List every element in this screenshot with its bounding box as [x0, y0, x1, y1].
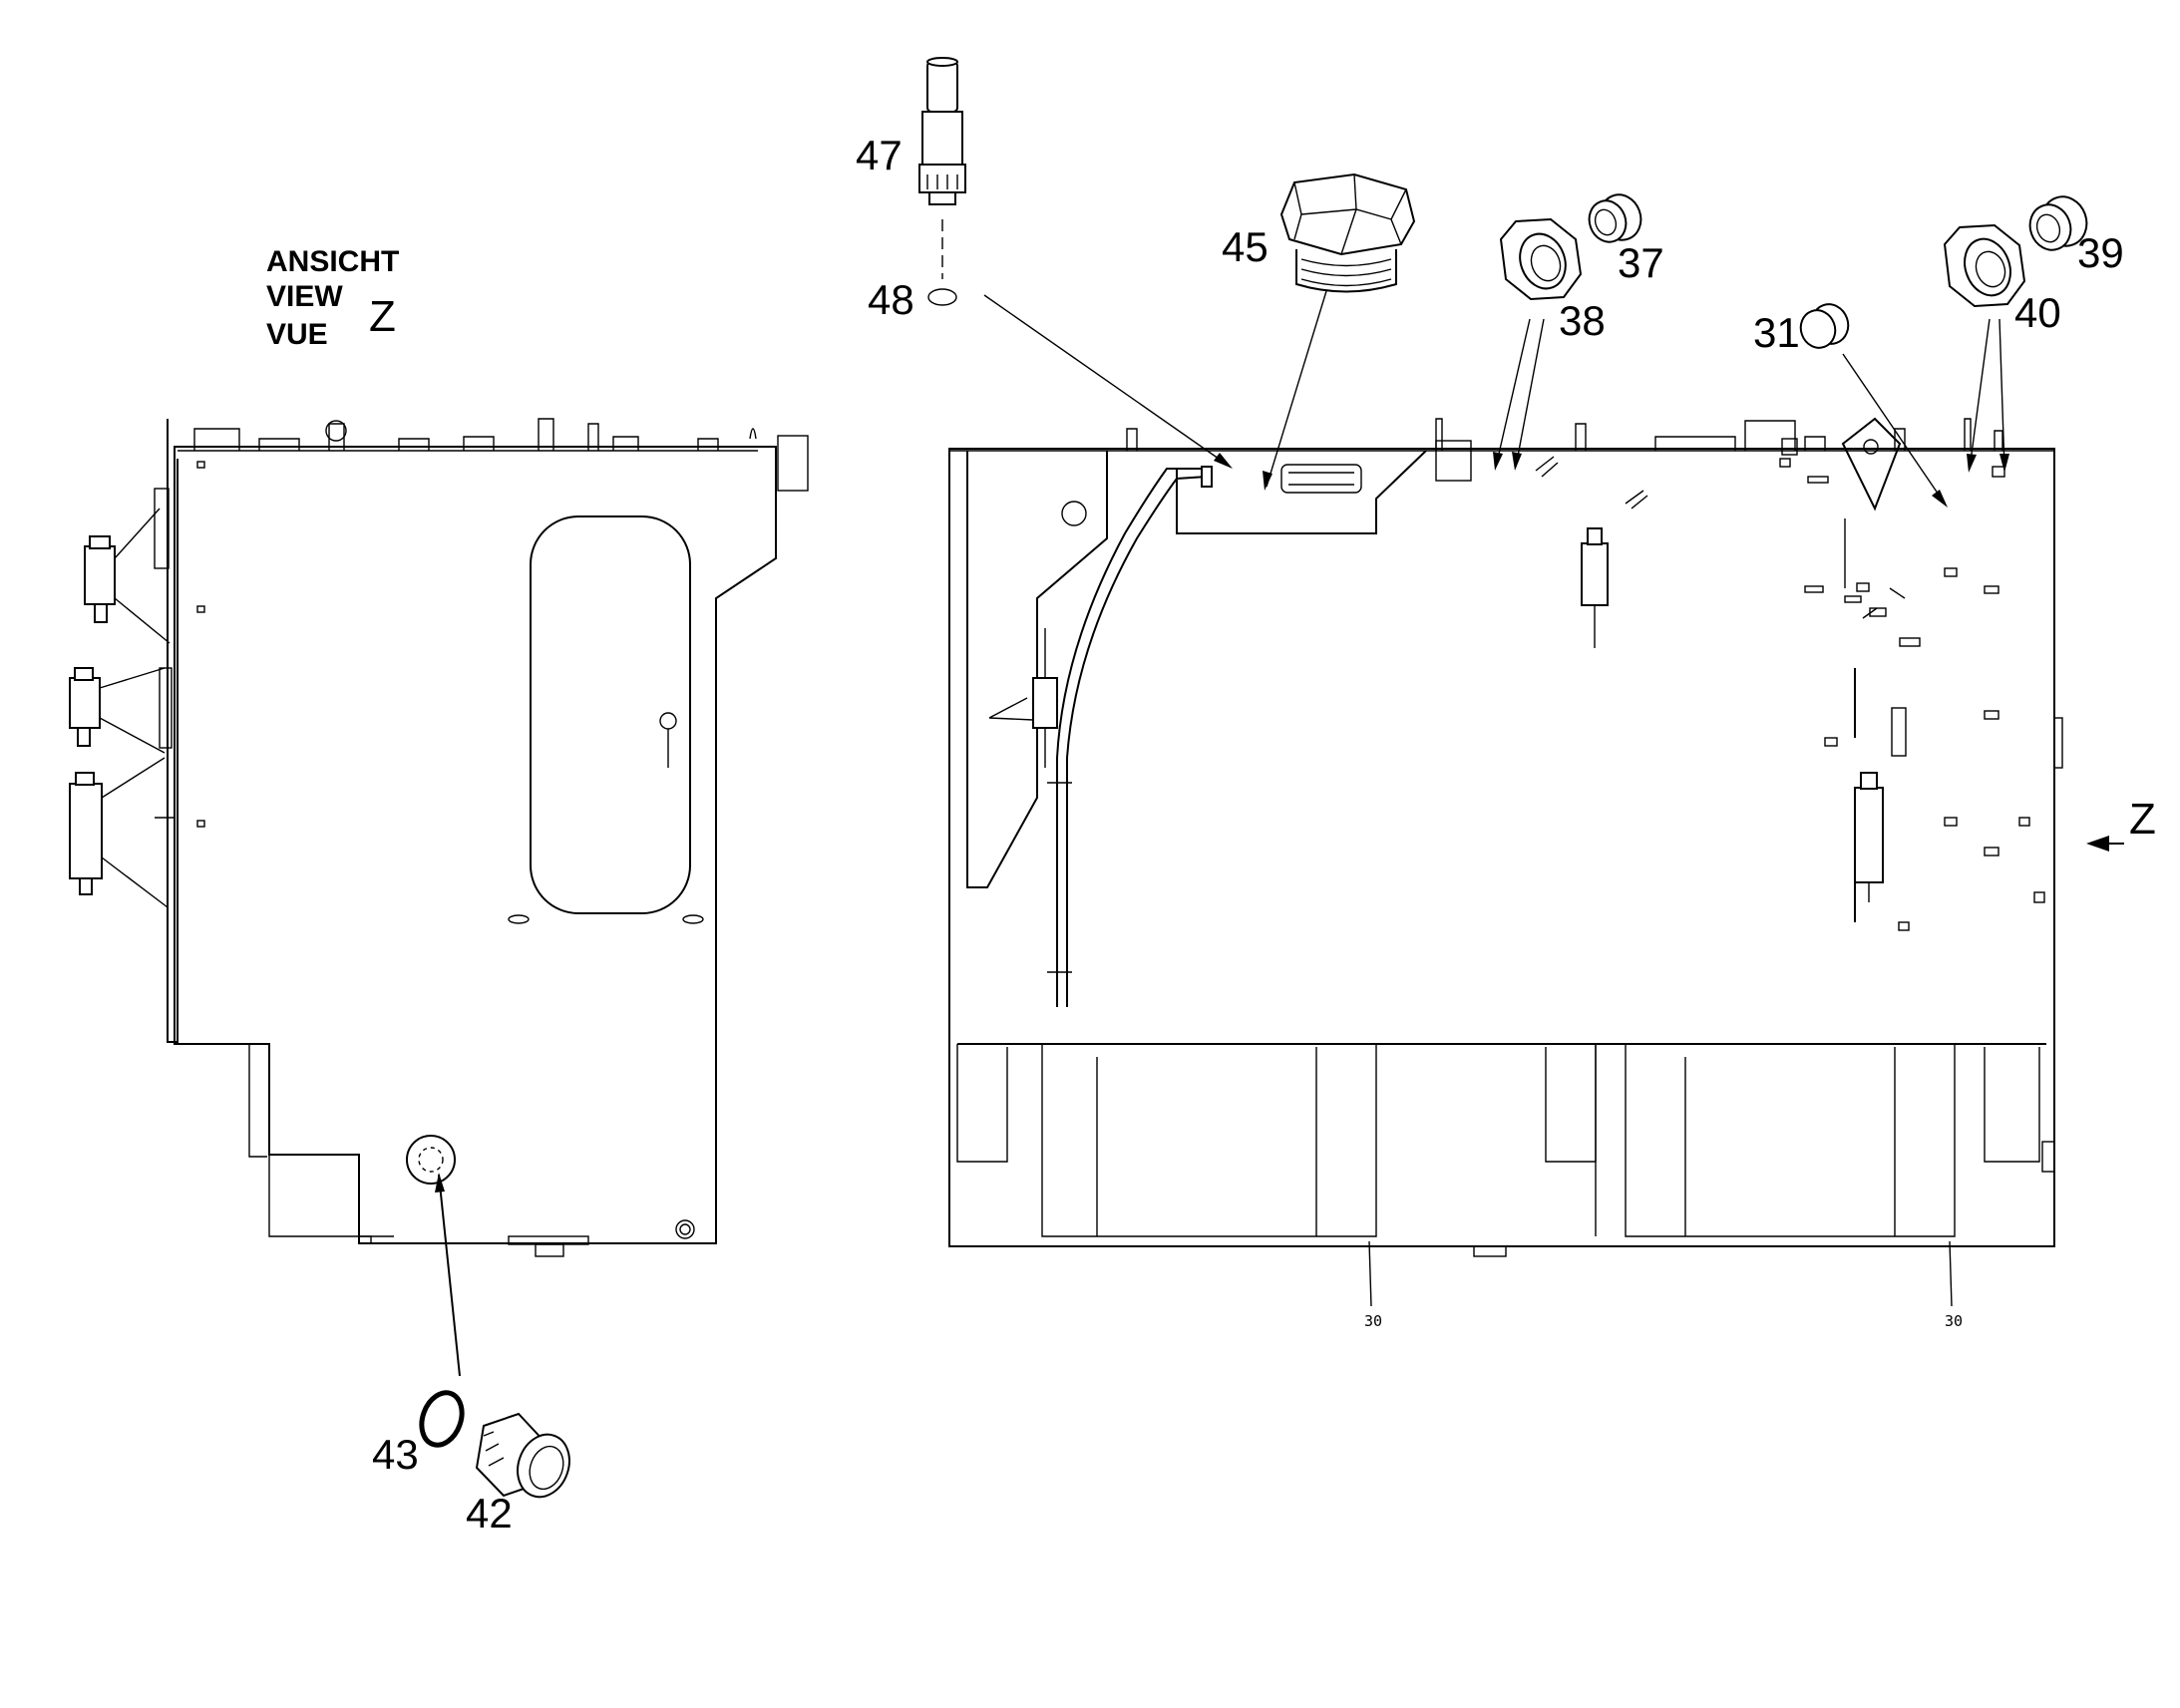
callout-47: 47: [856, 132, 903, 178]
leader-40a: [1969, 318, 1991, 470]
leader-38a: [1495, 318, 1531, 468]
callout-31: 31: [1753, 309, 1800, 356]
reference-30-right: 30: [1945, 1312, 1963, 1330]
callout-45: 45: [1222, 223, 1269, 270]
view-z-label: ANSICHT VIEW VUE Z: [266, 245, 399, 351]
nut-40: [1943, 223, 2026, 308]
inspection-cover: [530, 515, 691, 914]
callout-48: 48: [868, 276, 914, 323]
callout-39: 39: [2077, 229, 2124, 276]
tank-side-view: [69, 418, 809, 1257]
nut-38: [1499, 217, 1583, 301]
sensor-47: [918, 57, 966, 279]
view-z-arrow: Z: [2086, 795, 2156, 852]
fitting-42: [475, 1412, 570, 1499]
view-label-line-2: VIEW: [266, 280, 343, 313]
o-ring-43: [419, 1390, 465, 1448]
tank-front-view: [948, 417, 2063, 1307]
callout-40: 40: [2014, 289, 2061, 336]
view-arrow-letter: Z: [2129, 795, 2156, 844]
callout-37: 37: [1618, 239, 1664, 286]
filler-cap-45: [1279, 172, 1416, 293]
callout-38: 38: [1559, 297, 1606, 344]
reducer-37: [1588, 193, 1642, 243]
leader-31: [1842, 353, 1946, 505]
view-label-line-3: VUE: [266, 318, 328, 351]
seal-48: [927, 288, 957, 306]
leader-38b: [1515, 318, 1545, 468]
plug-31: [1799, 303, 1850, 349]
view-label-letter: Z: [369, 292, 396, 341]
reference-30-left: 30: [1364, 1312, 1382, 1330]
leader-42: [438, 1174, 461, 1377]
callout-42: 42: [466, 1490, 513, 1537]
leader-40b: [1998, 318, 2005, 470]
callout-43: 43: [372, 1431, 419, 1478]
leader-48: [983, 294, 1230, 467]
view-label-line-1: ANSICHT: [266, 245, 399, 278]
drain-port: [406, 1135, 456, 1185]
reducer-39: [2028, 195, 2088, 251]
left-valve-block: [69, 488, 175, 908]
leader-45: [1266, 290, 1327, 488]
